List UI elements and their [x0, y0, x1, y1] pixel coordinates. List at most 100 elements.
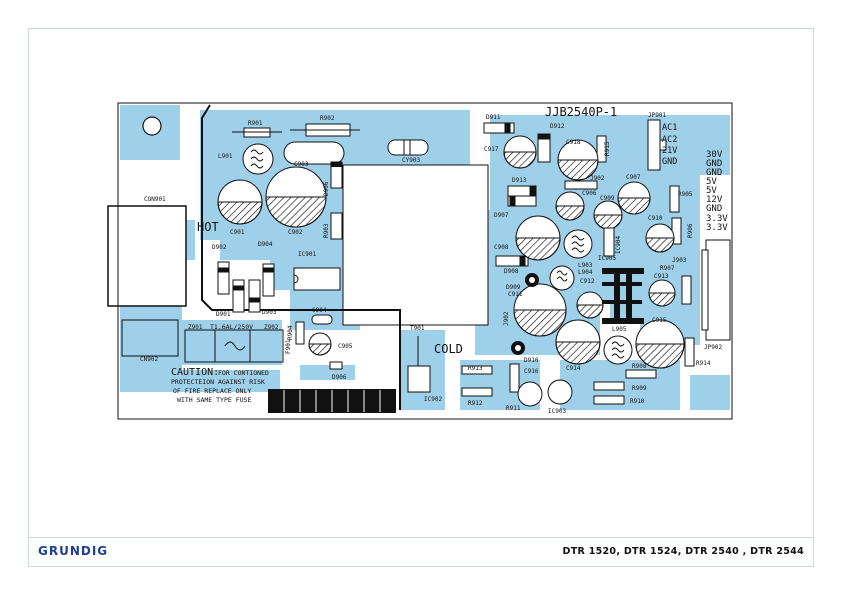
- ref-c910: C910: [648, 215, 663, 222]
- jp901-pin-2: 21V: [662, 146, 677, 156]
- model-list: DTR 1520, DTR 1524, DTR 2540 , DTR 2544: [562, 546, 804, 557]
- ref-r903: R903: [323, 223, 330, 238]
- ref-z901: Z901: [188, 324, 203, 331]
- ic904: [603, 227, 615, 257]
- ref-c901: C901: [230, 229, 245, 236]
- ref-d903: D903: [262, 309, 277, 316]
- hot-label: HOT: [197, 220, 219, 234]
- rail-2: GND: [706, 168, 722, 178]
- ref-c908: C908: [494, 244, 509, 251]
- t901-opto: [407, 365, 431, 393]
- isolation-boundary: [201, 104, 401, 410]
- ref-d905: D906: [332, 374, 347, 381]
- ref-c918: C918: [566, 139, 581, 146]
- ref-d904: D904: [258, 241, 273, 248]
- fuse-rating: T1.6AL/250V: [210, 323, 253, 331]
- rail-0: 30V: [706, 150, 723, 160]
- test-points: [511, 273, 539, 355]
- caution-line-2: PROTECTEION AGAINST RISK: [171, 378, 265, 386]
- ic901: [293, 267, 341, 291]
- capacitor-c903: [283, 141, 345, 165]
- ref-l903: L903: [578, 262, 593, 269]
- ref-r907: R907: [660, 265, 675, 272]
- ref-r906: R906: [687, 223, 694, 238]
- cold-resistors: [461, 135, 695, 405]
- rail-3: 5V: [706, 177, 717, 187]
- ref-c909: C909: [600, 195, 615, 202]
- ref-r911: R911: [506, 405, 521, 412]
- jp901-pin-1: AC2: [662, 135, 677, 145]
- capacitor-c904: [311, 314, 333, 325]
- ref-d911: D911: [486, 114, 501, 121]
- ref-c903: C903: [294, 161, 309, 168]
- rail-5: 12V: [706, 195, 723, 205]
- cold-label: COLD: [434, 342, 463, 356]
- capacitor-c905: [308, 332, 332, 356]
- ref-c907: C907: [626, 174, 641, 181]
- ref-l905: L905: [612, 326, 627, 333]
- ref-c902: C902: [288, 229, 303, 236]
- caution-line-4: WITH SAME TYPE FUSE: [177, 396, 251, 404]
- ref-ic905: IC905: [598, 255, 616, 262]
- capacitor-cy903: [387, 139, 429, 156]
- ref-c904: C904: [312, 307, 327, 314]
- ref-r909: R909: [632, 385, 647, 392]
- ref-r914: R914: [696, 360, 711, 367]
- ref-c911: C911: [508, 291, 523, 298]
- transformer-window: [342, 164, 489, 326]
- fuse-block: [184, 329, 284, 363]
- footer-rule: [28, 537, 814, 538]
- cn902-connector: [121, 319, 179, 357]
- ref-r902: R902: [320, 115, 335, 122]
- ref-c912: C912: [580, 278, 595, 285]
- brand-logo: GRUNDIG: [38, 544, 109, 558]
- ref-ic902: IC902: [424, 396, 442, 403]
- ref-d909: D909: [506, 284, 521, 291]
- caution-line-3: OF FIRE REPLACE ONLY: [173, 387, 251, 395]
- board-id: JJB2540P-1: [545, 105, 617, 119]
- ref-d901: D901: [216, 311, 231, 318]
- cold-capacitors: [503, 135, 685, 407]
- ref-r908: R908: [632, 363, 647, 370]
- ref-z902: Z902: [264, 324, 279, 331]
- jp901-header: [647, 119, 661, 171]
- diode-bridge: [217, 261, 275, 313]
- jp902-header: [705, 239, 731, 341]
- ref-con901: CON901: [144, 196, 166, 203]
- ref-r915: R915: [604, 141, 611, 156]
- rail-1: GND: [706, 159, 722, 169]
- capacitor-c901: [217, 179, 263, 225]
- ref-j903: J903: [672, 257, 687, 264]
- ref-r901: R901: [248, 120, 263, 127]
- ref-c914: C914: [566, 365, 581, 372]
- cold-diodes: [483, 122, 551, 267]
- mounting-hole: [142, 116, 162, 136]
- ref-c913: C913: [654, 273, 669, 280]
- cold-inductors: [549, 229, 633, 365]
- caution-line-1: FOR CONTIONED: [218, 369, 269, 377]
- ref-r913: R913: [468, 365, 483, 372]
- jp901-pin-0: AC1: [662, 123, 677, 133]
- caution-title: CAUTION:: [171, 367, 219, 378]
- ref-c917: C917: [484, 146, 499, 153]
- ref-d912: D912: [550, 123, 565, 130]
- ref-j902-top: J902: [590, 175, 605, 182]
- ref-ic904: IC904: [615, 236, 622, 254]
- ref-jp902: JP902: [704, 344, 722, 351]
- ref-d907: D907: [494, 212, 509, 219]
- inductor-l901: [242, 143, 274, 175]
- ref-c905: C905: [338, 343, 353, 350]
- ref-cy903: CY903: [402, 157, 420, 164]
- ref-c906: C906: [582, 190, 597, 197]
- ref-c916: C916: [524, 368, 539, 375]
- ref-r912: R912: [468, 400, 483, 407]
- rail-6: GND: [706, 204, 722, 214]
- ref-d906: D906: [323, 181, 330, 196]
- con901-connector: [107, 205, 187, 307]
- resistor-r903: [330, 212, 343, 240]
- ref-d902: D902: [212, 244, 227, 251]
- rail-4: 5V: [706, 186, 717, 196]
- ref-f901: F901: [285, 339, 292, 354]
- ref-r910: R910: [630, 398, 645, 405]
- ref-r904: R904: [287, 325, 294, 340]
